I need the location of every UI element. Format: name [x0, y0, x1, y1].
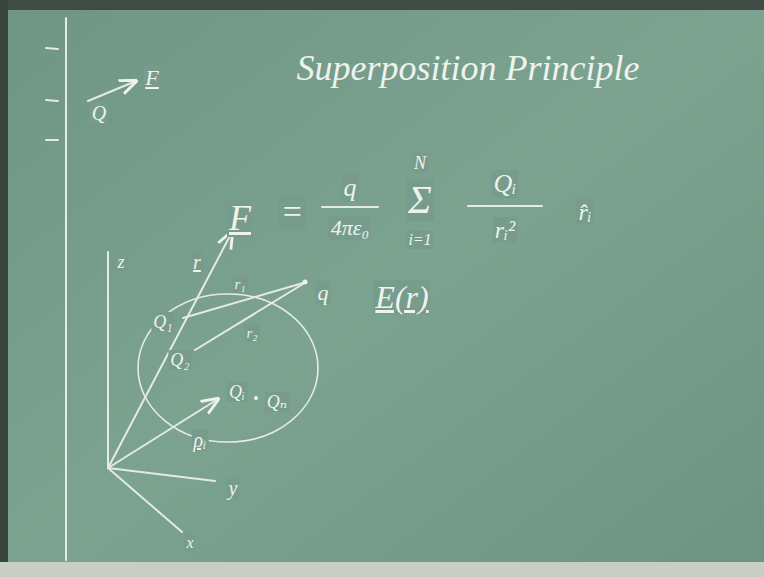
- margin-line: [65, 18, 67, 560]
- force-arrow: [88, 81, 136, 101]
- test-charge-symbol: q: [342, 174, 359, 202]
- charge-symbol: Q: [90, 102, 108, 124]
- charge-label: Q₂: [168, 350, 191, 370]
- fraction-bar: [468, 205, 542, 207]
- distance-label: r₁: [232, 276, 247, 293]
- force-symbol: F: [227, 199, 253, 237]
- distance-squared: rᵢ²: [493, 217, 517, 243]
- margin-tick: [46, 139, 58, 141]
- sum-sign: Σ: [406, 179, 434, 221]
- y-axis: [108, 468, 215, 481]
- separation-line: [195, 284, 303, 350]
- field-symbol: E(r): [373, 280, 430, 314]
- axis-label: x: [184, 534, 195, 552]
- axis-label: y: [227, 477, 240, 499]
- chalk-tray: [0, 562, 764, 577]
- charge-label: Qₙ: [265, 392, 289, 412]
- sum-limit: N: [412, 153, 428, 173]
- charge-symbol: Qᵢ: [492, 170, 519, 198]
- charge-label: Qᵢ: [227, 382, 247, 402]
- margin-tick: [46, 100, 58, 101]
- charge-dot: [254, 396, 258, 400]
- test-charge-dot: [303, 280, 308, 285]
- vector-label: ρᵢ: [192, 429, 209, 451]
- unit-vector: r̂ᵢ: [576, 199, 593, 225]
- force-symbol: F: [143, 66, 160, 90]
- charge-label: Q₁: [151, 312, 174, 332]
- z-axis: [107, 252, 109, 468]
- sum-index: i=1: [406, 231, 433, 249]
- board-frame-left: [0, 0, 8, 577]
- x-axis: [108, 468, 182, 532]
- equals-sign: =: [279, 194, 306, 230]
- fraction-bar: [322, 206, 378, 208]
- board-title: Superposition Principle: [295, 49, 642, 87]
- axis-label: z: [115, 252, 126, 272]
- source-vector: [108, 399, 218, 468]
- position-vector: [108, 232, 232, 468]
- margin-tick: [46, 48, 58, 49]
- test-charge-symbol: q: [316, 281, 331, 305]
- vector-label: r: [191, 251, 203, 273]
- denominator: 4πε₀: [329, 216, 371, 240]
- charge-region: [138, 294, 318, 442]
- distance-label: r₂: [244, 325, 259, 342]
- board-frame-top: [0, 0, 764, 10]
